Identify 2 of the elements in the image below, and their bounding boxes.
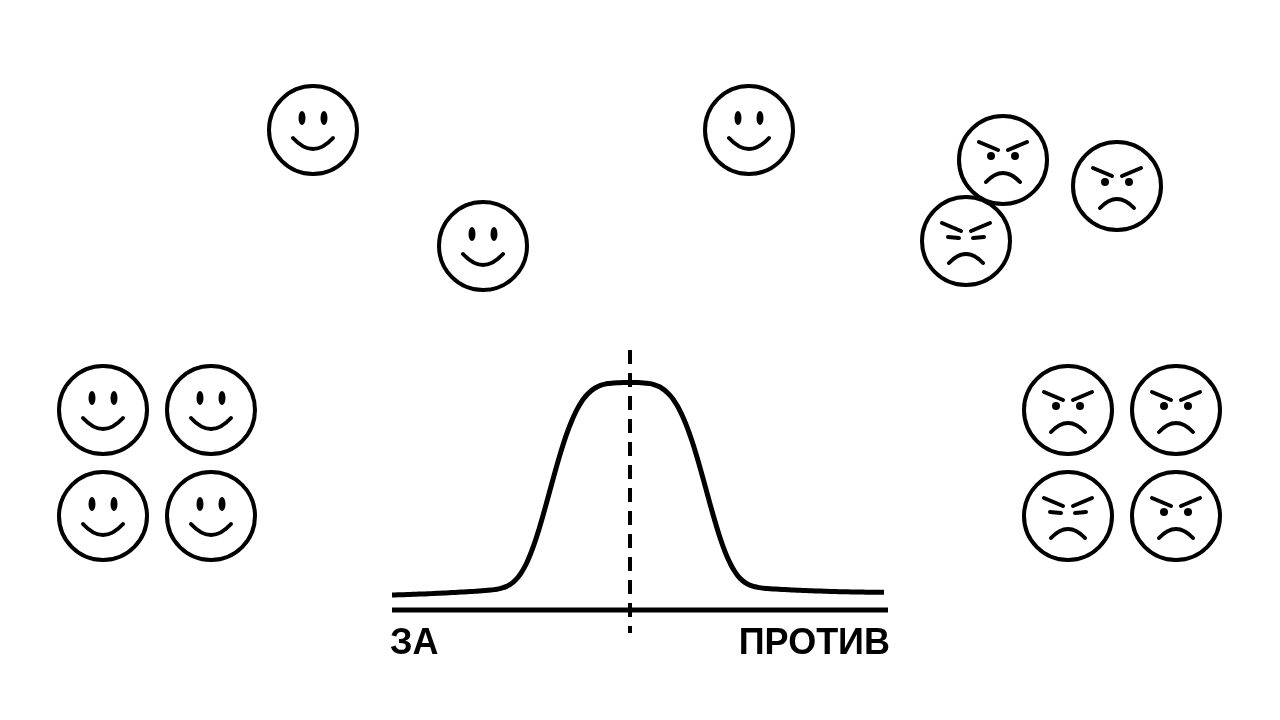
axis-end-label: ЗА xyxy=(390,622,439,662)
axis-end-label: ПРОТИВ xyxy=(738,622,890,662)
